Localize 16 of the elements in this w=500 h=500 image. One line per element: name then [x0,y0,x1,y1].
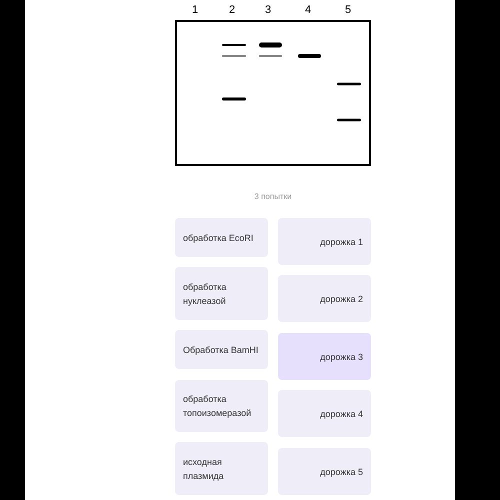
lane-number: 5 [344,4,352,16]
lane-number: 1 [190,4,200,16]
lane-number: 2 [228,4,236,16]
attempts-note: 3 попытки [253,192,293,201]
answer-card: Обработка BamHI [175,330,268,369]
answer-card: дорожка 2 [278,275,371,322]
answer-card: обработка EcoRI [175,218,268,257]
answer-card: дорожка 4 [278,390,371,437]
answer-card: дорожка 1 [278,218,371,265]
answer-card: дорожка 3 [278,333,371,380]
answer-card: обработка нуклеазой [175,267,268,320]
lane-number: 4 [304,4,312,16]
answer-card: обработка топоизомеразой [175,380,268,432]
answer-card: исходная плазмида [175,442,268,495]
lane-number: 3 [264,4,272,16]
answer-card: дорожка 5 [278,448,371,495]
